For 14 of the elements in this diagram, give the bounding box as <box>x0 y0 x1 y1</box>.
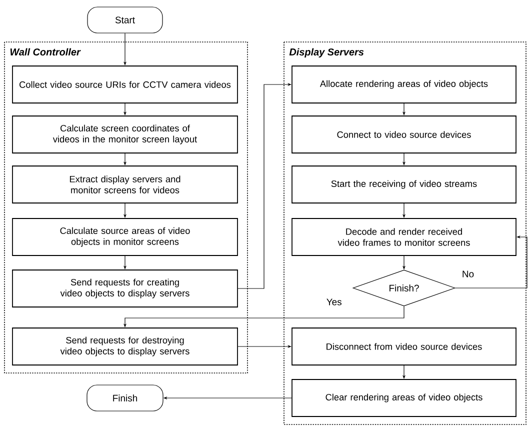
process-box: Extract display servers and monitor screens for videos <box>12 166 238 204</box>
process-box: Collect video source URIs for CCTV camera videos <box>12 66 238 104</box>
process-box: Send requests for creating video objects to display servers <box>12 270 238 308</box>
edge-label: No <box>460 270 476 278</box>
process-box: Start the receiving of video streams <box>292 166 516 204</box>
process-box: Connect to video source devices <box>292 116 516 154</box>
process-box: Allocate rendering areas of video objects <box>292 66 516 104</box>
process-box: Calculate screen coordinates of videos in the monitor screen layout <box>12 116 238 154</box>
edge-label: Yes <box>325 298 343 306</box>
process-box: Send requests for destroying video objects to display servers <box>12 328 238 366</box>
process-box: Disconnect from video source devices <box>292 328 516 366</box>
process-box: Decode and render received video frames to monitor screens <box>292 218 516 256</box>
process-box: Clear rendering areas of video objects <box>292 379 516 417</box>
process-box: Calculate source areas of video objects in monitor screens <box>12 218 238 256</box>
